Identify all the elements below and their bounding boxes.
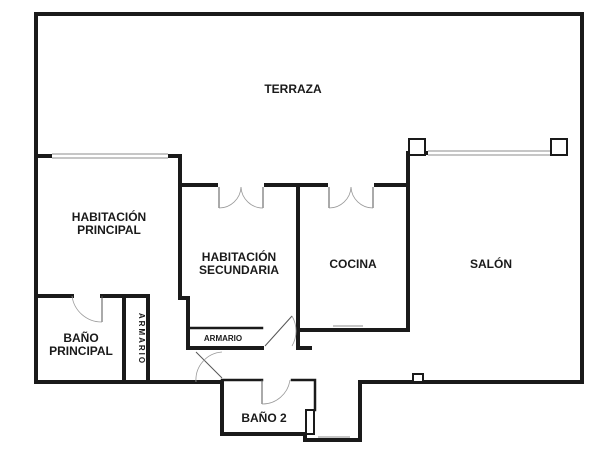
- label-hab-secundaria-2: SECUNDARIA: [199, 263, 279, 277]
- label-salon: SALÓN: [470, 256, 512, 271]
- label-terraza: TERRAZA: [264, 82, 322, 96]
- door-bano2: [261, 379, 291, 405]
- door-hab-secundaria: [218, 181, 264, 209]
- bano2-enclosure: [220, 380, 307, 442]
- label-bano-principal-2: PRINCIPAL: [49, 344, 113, 358]
- door-cocina: [328, 181, 374, 209]
- outer-walls: [34, 12, 584, 442]
- label-cocina: COCINA: [329, 257, 377, 271]
- label-hab-principal-2: PRINCIPAL: [77, 223, 141, 237]
- label-armario-horizontal: ARMARIO: [204, 334, 242, 343]
- doors: [71, 181, 374, 405]
- door-hall: [195, 351, 223, 383]
- outer-wall-left: [34, 154, 224, 384]
- bano2-top-wall: [220, 378, 317, 412]
- wall-hab-sec-right: [296, 183, 312, 350]
- terraza-wall-left: [34, 154, 182, 187]
- wall-hab-principal-right: [178, 183, 264, 350]
- terraza-separation: [34, 138, 568, 187]
- label-hab-principal-1: HABITACIÓN: [72, 209, 146, 224]
- label-bano-2: BAÑO 2: [241, 410, 287, 425]
- outer-wall-top: [34, 12, 584, 442]
- window-gap-hab: [52, 152, 168, 160]
- column-bano2: [305, 409, 315, 435]
- label-bano-principal-1: BAÑO: [63, 330, 98, 345]
- label-hab-secundaria-1: HABITACIÓN: [202, 249, 276, 264]
- column-right: [550, 138, 568, 156]
- column-salon: [412, 373, 424, 383]
- room-labels: TERRAZA HABITACIÓN PRINCIPAL HABITACIÓN …: [49, 82, 512, 425]
- terraza-wall-right: [406, 151, 567, 187]
- door-bano-principal: [71, 295, 103, 323]
- interior-walls: [34, 183, 424, 438]
- window-gap-salon: [428, 149, 550, 157]
- column-left: [408, 138, 426, 156]
- label-armario-vertical: ARMARIO: [137, 313, 146, 365]
- door-hab-sec-lower: [264, 315, 297, 347]
